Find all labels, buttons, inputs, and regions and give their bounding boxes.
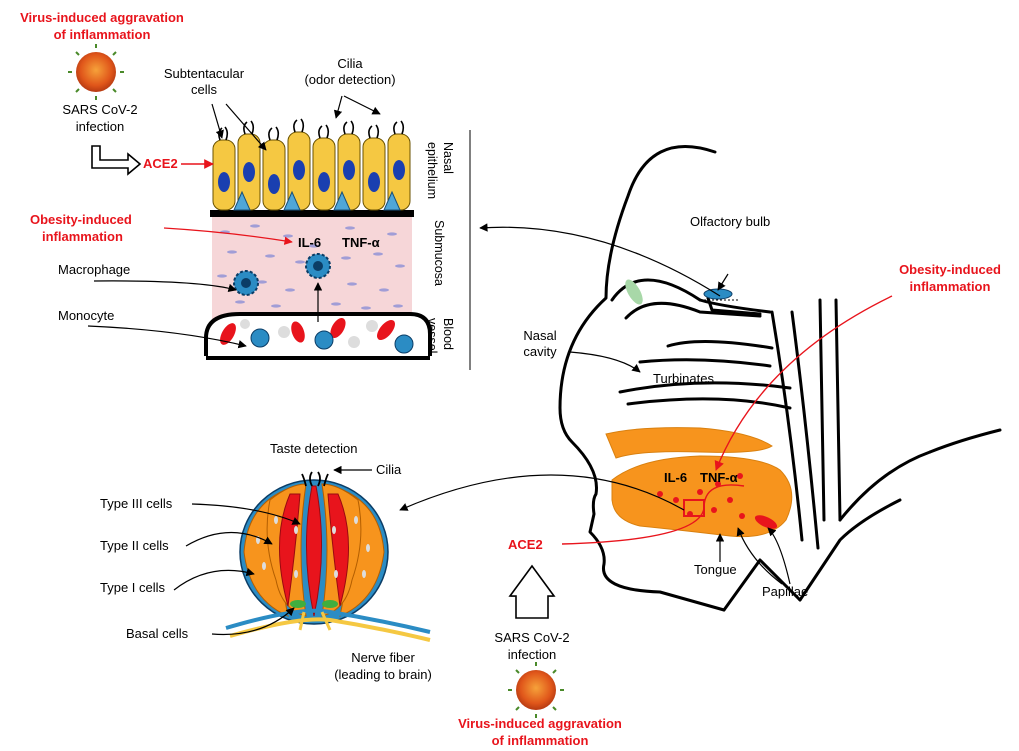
taste-bud <box>226 472 430 640</box>
virus-title-bottom-line2: of inflammation <box>440 733 640 749</box>
obesity-label-head-line1: Obesity-induced <box>880 262 1019 278</box>
nasal-epithelium-label-line1: Nasal <box>441 142 455 174</box>
type3-cells-label: Type III cells <box>100 496 172 512</box>
virus-bottom <box>508 662 564 718</box>
nasal-cavity-label-line2: cavity <box>510 344 570 360</box>
virus-title-top-line2: of inflammation <box>2 27 202 43</box>
obesity-label-head-line2: inflammation <box>880 279 1019 295</box>
virus-top <box>68 44 124 100</box>
cilia-label-taste: Cilia <box>376 462 401 478</box>
il6-label-top: IL-6 <box>298 235 321 251</box>
nerve-fiber-label-line2: (leading to brain) <box>318 667 448 683</box>
cilia-label-line1: Cilia <box>300 56 400 72</box>
submucosa-label: Submucosa <box>432 220 446 286</box>
tnfa-label-head: TNF-α <box>700 470 738 486</box>
taste-detection-label: Taste detection <box>270 441 357 457</box>
nasal-epithelium-label-line2: epithelium <box>425 142 439 199</box>
cilia-label-line2: (odor detection) <box>280 72 420 88</box>
basement-membrane <box>210 210 414 217</box>
virus-title-top-line1: Virus-induced aggravation <box>2 10 202 26</box>
blood-vessel-label-line2: vessel <box>425 318 439 353</box>
tongue-label: Tongue <box>694 562 737 578</box>
blood-vessel-label-line1: Blood <box>441 318 455 350</box>
olfactory-bulb-label: Olfactory bulb <box>690 214 770 230</box>
palate-shape <box>606 428 772 458</box>
olfactory-bulb <box>704 289 732 299</box>
hollow-up-arrow <box>510 566 554 618</box>
monocyte-label: Monocyte <box>58 308 114 324</box>
ace2-label-top: ACE2 <box>143 156 178 172</box>
sars-label-bottom-line2: infection <box>480 647 584 663</box>
obesity-label-top-line1: Obesity-induced <box>30 212 132 228</box>
type2-cells-label: Type II cells <box>100 538 169 554</box>
basal-cells-label: Basal cells <box>126 626 188 642</box>
il6-label-head: IL-6 <box>664 470 687 486</box>
sars-label-top-line2: infection <box>50 119 150 135</box>
papillae-label: Papillae <box>762 584 808 600</box>
tnfa-label-top: TNF-α <box>342 235 380 251</box>
subtentacular-label-line1: Subtentacular <box>154 66 254 82</box>
nerve-fiber-label-line1: Nerve fiber <box>318 650 448 666</box>
virus-title-bottom-line1: Virus-induced aggravation <box>440 716 640 732</box>
macrophage-label: Macrophage <box>58 262 130 278</box>
type1-cells-label: Type I cells <box>100 580 165 596</box>
nasal-tissue-panel <box>88 96 470 370</box>
subtentacular-label-line2: cells <box>154 82 254 98</box>
ace2-label-bottom: ACE2 <box>508 537 543 553</box>
nasal-cavity-label-line1: Nasal <box>510 328 570 344</box>
sars-label-bottom-line1: SARS CoV-2 <box>480 630 584 646</box>
obesity-label-top-line2: inflammation <box>42 229 123 245</box>
turbinates-label: Turbinates <box>653 371 714 387</box>
sars-label-top-line1: SARS CoV-2 <box>50 102 150 118</box>
